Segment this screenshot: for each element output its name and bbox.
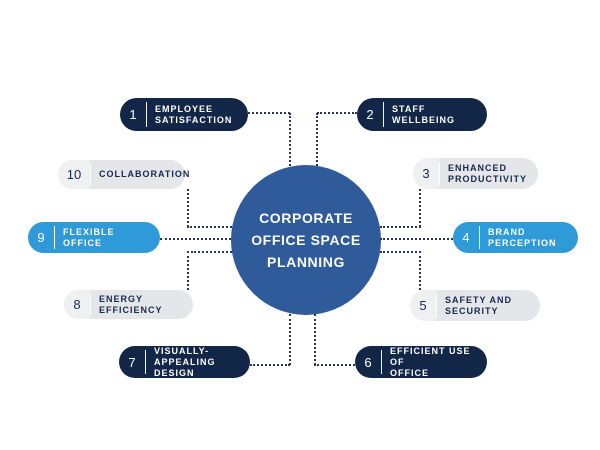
connector-item5-vertical xyxy=(419,251,421,290)
item-8-energy-efficiency: 8 ENERGY EFFICIENCY xyxy=(64,290,193,319)
connector-item4-horizontal xyxy=(380,238,453,240)
item-1-label: EMPLOYEE SATISFACTION xyxy=(155,103,233,125)
item-10-label: COLLABORATION xyxy=(99,169,191,179)
item-7-number: 7 xyxy=(128,354,136,370)
item-7-visually-appealing-design: 7 VISUALLY- APPEALING DESIGN xyxy=(119,346,250,378)
item-9-separator xyxy=(54,226,55,249)
item-10-number: 10 xyxy=(58,160,90,189)
connector-item1-vertical xyxy=(289,113,291,166)
item-3-label: ENHANCED PRODUCTIVITY xyxy=(448,162,528,184)
connector-item6-horizontal xyxy=(314,364,355,366)
connector-item2-horizontal xyxy=(317,112,357,114)
connector-item5-horizontal xyxy=(380,251,421,253)
item-9-label: FLEXIBLE OFFICE xyxy=(63,226,115,248)
center-title: CORPORATE OFFICE SPACE PLANNING xyxy=(251,210,361,270)
item-8-number: 8 xyxy=(64,290,90,319)
item-5-separator xyxy=(436,294,437,317)
connector-item1-horizontal xyxy=(248,112,290,114)
item-2-number: 2 xyxy=(366,107,374,122)
item-4-brand-perception: 4 BRAND PERCEPTION xyxy=(453,222,578,253)
item-4-number: 4 xyxy=(462,230,470,245)
connector-item3-horizontal xyxy=(380,226,421,228)
item-9-number: 9 xyxy=(37,230,45,245)
connector-item9-horizontal xyxy=(160,238,231,240)
item-9-flexible-office: 9 FLEXIBLE OFFICE xyxy=(28,222,160,253)
connector-item8-vertical xyxy=(187,251,189,290)
connector-item6-vertical xyxy=(314,314,316,365)
item-5-number: 5 xyxy=(410,290,436,321)
item-3-separator xyxy=(439,162,440,185)
item-1-separator xyxy=(146,102,147,127)
item-6-efficient-use-of-office: 6 EFFICIENT USE OF OFFICE xyxy=(355,346,487,378)
item-6-number: 6 xyxy=(364,354,372,370)
item-2-separator xyxy=(383,102,384,127)
item-3-number: 3 xyxy=(413,158,439,189)
item-3-enhanced-productivity: 3 ENHANCED PRODUCTIVITY xyxy=(413,158,538,189)
connector-item10-horizontal xyxy=(187,226,232,228)
connector-item8-horizontal xyxy=(191,251,232,253)
item-4-separator xyxy=(479,226,480,249)
item-2-label: STAFF WELLBEING xyxy=(392,103,455,125)
item-2-staff-wellbeing: 2 STAFF WELLBEING xyxy=(357,98,487,131)
item-5-safety-and-security: 5 SAFETY AND SECURITY xyxy=(410,290,540,321)
item-8-separator xyxy=(90,293,91,316)
item-6-label: EFFICIENT USE OF OFFICE xyxy=(390,345,471,378)
item-4-label: BRAND PERCEPTION xyxy=(488,226,557,248)
item-10-separator xyxy=(90,163,91,186)
item-7-label: VISUALLY- APPEALING DESIGN xyxy=(154,345,216,378)
item-8-label: ENERGY EFFICIENCY xyxy=(99,293,163,315)
item-1-employee-satisfaction: 1 EMPLOYEE SATISFACTION xyxy=(120,98,248,131)
center-circle: CORPORATE OFFICE SPACE PLANNING xyxy=(231,165,381,315)
connector-item10-vertical xyxy=(187,189,189,227)
item-10-collaboration: 10 COLLABORATION xyxy=(58,160,189,189)
item-1-number: 1 xyxy=(129,107,137,122)
item-7-separator xyxy=(145,350,146,374)
item-6-separator xyxy=(381,350,382,374)
item-5-label: SAFETY AND SECURITY xyxy=(445,294,513,316)
connector-item7-vertical xyxy=(289,314,291,365)
connector-item7-horizontal xyxy=(250,364,290,366)
connector-item3-vertical xyxy=(419,189,421,227)
connector-item2-vertical xyxy=(316,113,318,166)
